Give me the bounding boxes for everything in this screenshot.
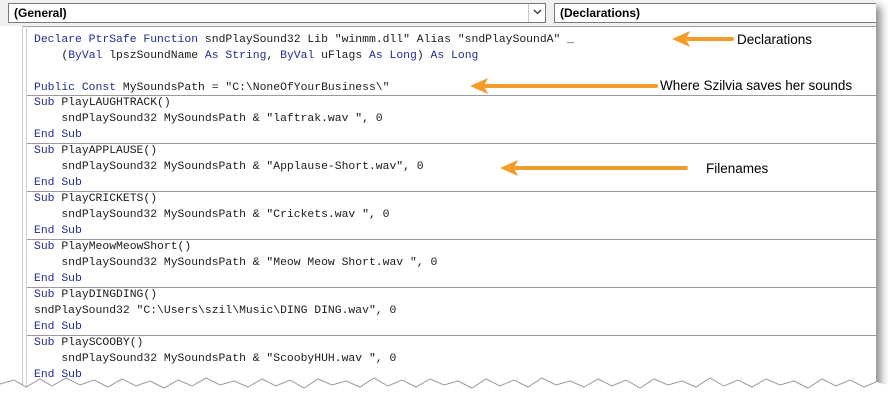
code-line-sub-header[interactable]: Sub PlayLAUGHTRACK(): [34, 95, 171, 111]
code-keyword: Sub: [34, 145, 55, 157]
annotation-sounds-path: Where Szilvia saves her sounds: [660, 78, 853, 93]
code-keyword: End Sub: [34, 273, 82, 285]
code-text: sndPlaySound32 MySoundsPath & "Meow Meow…: [34, 257, 438, 269]
code-line-end-sub[interactable]: End Sub: [34, 175, 82, 191]
code-line-sub-header[interactable]: Sub PlayMeowMeowShort(): [34, 239, 191, 255]
code-line-sub-body[interactable]: sndPlaySound32 "C:\Users\szil\Music\DING…: [34, 303, 396, 319]
code-keyword: ByVal: [68, 50, 103, 62]
code-text: sndPlaySound32 Lib "winmm.dll" Alias "sn…: [198, 34, 575, 46]
object-dropdown-button[interactable]: [528, 4, 545, 22]
code-keyword: Sub: [34, 241, 55, 253]
code-keyword: End Sub: [34, 177, 82, 189]
code-text: uFlags: [314, 50, 369, 62]
code-text: PlaySCOOBY(): [54, 337, 144, 349]
chevron-down-icon: [533, 9, 542, 15]
code-keyword: End Sub: [34, 321, 82, 333]
code-text: sndPlaySound32 MySoundsPath & "laftrak.w…: [34, 113, 383, 125]
code-keyword: End Sub: [34, 225, 82, 237]
code-line-sub-body[interactable]: sndPlaySound32 MySoundsPath & "Applause-…: [34, 159, 424, 175]
gutter-divider: [26, 26, 27, 388]
code-text: lpszSoundName: [102, 50, 205, 62]
code-text: PlayDINGDING(): [54, 289, 158, 301]
annotation-filenames: Filenames: [706, 161, 769, 176]
code-line-sub-body[interactable]: sndPlaySound32 MySoundsPath & "laftrak.w…: [34, 111, 383, 127]
code-line-end-sub[interactable]: End Sub: [34, 319, 82, 335]
code-text: sndPlaySound32 "C:\Users\szil\Music\DING…: [34, 305, 397, 317]
code-keyword: ByVal: [280, 50, 315, 62]
code-keyword: Sub: [34, 97, 55, 109]
code-text: ): [416, 50, 431, 62]
procedure-separator: [27, 191, 876, 192]
code-keyword: Sub: [34, 337, 55, 349]
procedure-dropdown[interactable]: (Declarations): [554, 3, 876, 23]
arrow-left-icon: [672, 31, 734, 47]
code-keyword: Public Const: [34, 82, 117, 94]
procedure-separator: [27, 335, 876, 336]
code-keyword: As String: [204, 50, 267, 62]
code-keyword: Sub: [34, 193, 55, 205]
code-text: ,: [266, 50, 281, 62]
code-line-end-sub[interactable]: End Sub: [34, 223, 82, 239]
procedure-dropdown-value: (Declarations): [560, 6, 641, 20]
code-line-declare-1[interactable]: Declare PtrSafe Function sndPlaySound32 …: [34, 32, 574, 48]
procedure-combo-bar: (General) (Declarations): [0, 0, 876, 27]
code-text: sndPlaySound32 MySoundsPath & "ScoobyHUH…: [34, 353, 397, 365]
code-text: MySoundsPath = "C:\NoneOfYourBusiness\": [116, 82, 390, 94]
code-keyword: Sub: [34, 289, 55, 301]
code-keyword: Declare PtrSafe Function: [34, 34, 199, 46]
code-text: PlayMeowMeowShort(): [54, 241, 192, 253]
code-text: sndPlaySound32 MySoundsPath & "Crickets.…: [34, 209, 390, 221]
procedure-separator: [27, 239, 876, 240]
code-text: (: [34, 50, 69, 62]
code-keyword: End Sub: [34, 129, 82, 141]
code-line-sub-body[interactable]: sndPlaySound32 MySoundsPath & "ScoobyHUH…: [34, 351, 396, 367]
code-line-sub-header[interactable]: Sub PlaySCOOBY(): [34, 335, 143, 351]
code-text: PlayAPPLAUSE(): [54, 145, 158, 157]
procedure-separator: [27, 143, 876, 144]
code-keyword: As Long: [369, 50, 417, 62]
code-editor[interactable]: Declare PtrSafe Function sndPlaySound32 …: [0, 26, 876, 388]
code-line-sub-header[interactable]: Sub PlayDINGDING(): [34, 287, 157, 303]
torn-edge: [0, 377, 888, 400]
code-line-end-sub[interactable]: End Sub: [34, 127, 82, 143]
object-dropdown[interactable]: (General): [8, 3, 546, 23]
code-line-sub-body[interactable]: sndPlaySound32 MySoundsPath & "Crickets.…: [34, 207, 389, 223]
code-text: PlayLAUGHTRACK(): [54, 97, 171, 109]
code-text: sndPlaySound32 MySoundsPath & "Applause-…: [34, 161, 424, 173]
vba-code-window: (General) (Declarations) Declare PtrSafe…: [0, 0, 876, 388]
code-line-const[interactable]: Public Const MySoundsPath = "C:\NoneOfYo…: [34, 80, 389, 96]
arrow-left-icon: [470, 78, 658, 94]
code-keyword: As Long: [430, 50, 479, 62]
code-line-sub-header[interactable]: Sub PlayAPPLAUSE(): [34, 143, 157, 159]
margin-indicator-bar[interactable]: [0, 26, 23, 388]
arrow-left-icon: [500, 160, 688, 176]
code-text: PlayCRICKETS(): [54, 193, 158, 205]
code-line-declare-2[interactable]: (ByVal lpszSoundName As String, ByVal uF…: [34, 48, 478, 64]
code-line-sub-body[interactable]: sndPlaySound32 MySoundsPath & "Meow Meow…: [34, 255, 437, 271]
annotation-declarations: Declarations: [737, 32, 813, 47]
object-dropdown-value: (General): [14, 6, 67, 20]
procedure-separator: [27, 287, 876, 288]
code-line-end-sub[interactable]: End Sub: [34, 271, 82, 287]
procedure-separator: [27, 95, 876, 96]
code-line-sub-header[interactable]: Sub PlayCRICKETS(): [34, 191, 157, 207]
